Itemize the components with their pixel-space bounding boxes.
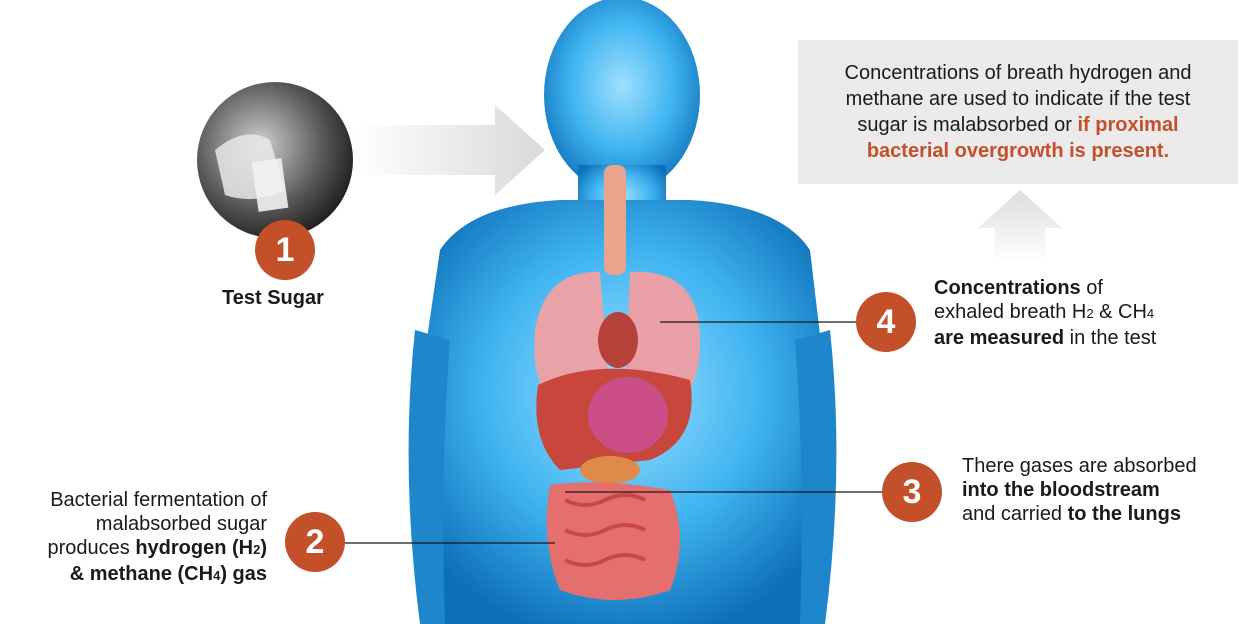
- step-3-line-2: into the bloodstream: [962, 478, 1197, 502]
- step-4-badge: 4: [856, 292, 916, 352]
- step-2-h2-close: ): [260, 537, 267, 559]
- step-3-bloodstream: into the bloodstream: [962, 479, 1160, 501]
- note-line-3: sugar is malabsorbed or if proximal: [808, 112, 1228, 138]
- step-2-methane: & methane (CH: [70, 563, 213, 585]
- arrow-right-icon: [355, 105, 545, 195]
- note-highlight-2: bacterial overgrowth is present.: [808, 138, 1228, 164]
- step-3-lungs: to the lungs: [1068, 503, 1181, 525]
- step-4-measured: are measured: [934, 327, 1064, 349]
- step-3-line-1: There gases are absorbed: [962, 454, 1197, 478]
- step-2-line-4: & methane (CH4) gas: [47, 562, 267, 588]
- step-2-line-2: malabsorbed sugar: [47, 512, 267, 536]
- step-1-label: Test Sugar: [222, 286, 324, 310]
- step-2-text: Bacterial fermentation of malabsorbed su…: [47, 488, 267, 588]
- step-2-badge: 2: [285, 512, 345, 572]
- step-3-badge: 3: [882, 462, 942, 522]
- note-line-3-text: sugar is malabsorbed or: [857, 114, 1077, 136]
- step-4-h2-sub: 2: [1086, 306, 1093, 321]
- stomach: [588, 377, 668, 453]
- arrow-up-icon: [978, 190, 1062, 262]
- step-4-line-1: Concentrations of: [934, 276, 1156, 300]
- step-4-concentrations: Concentrations: [934, 277, 1081, 299]
- step-4-line-3: are measured in the test: [934, 326, 1156, 350]
- step-2-hydrogen: hydrogen (H: [135, 537, 253, 559]
- step-4-line-2: exhaled breath H2 & CH4: [934, 300, 1156, 326]
- note-text: Concentrations of breath hydrogen and me…: [808, 60, 1228, 164]
- step-4-ch4-sub: 4: [1147, 306, 1154, 321]
- step-2-line-3: produces hydrogen (H2): [47, 536, 267, 562]
- trachea: [604, 165, 626, 275]
- pancreas: [580, 456, 640, 484]
- step-3-line-3-pre: and carried: [962, 503, 1068, 525]
- step-2-gas: ) gas: [220, 563, 267, 585]
- heart: [598, 312, 638, 368]
- note-highlight-1: if proximal: [1077, 114, 1178, 136]
- step-2-line-3-pre: produces: [47, 537, 135, 559]
- step-4-exhaled: exhaled breath H: [934, 301, 1086, 323]
- step-4-in-test: in the test: [1064, 327, 1156, 349]
- step-1-badge: 1: [255, 220, 315, 280]
- step-4-ch: & CH: [1094, 301, 1147, 323]
- step-2-line-1: Bacterial fermentation of: [47, 488, 267, 512]
- step-3-text: There gases are absorbed into the bloods…: [962, 454, 1197, 526]
- step-4-text: Concentrations of exhaled breath H2 & CH…: [934, 276, 1156, 350]
- step-4-of: of: [1081, 277, 1103, 299]
- note-line-1: Concentrations of breath hydrogen and: [808, 60, 1228, 86]
- step-3-line-3: and carried to the lungs: [962, 502, 1197, 526]
- note-line-2: methane are used to indicate if the test: [808, 86, 1228, 112]
